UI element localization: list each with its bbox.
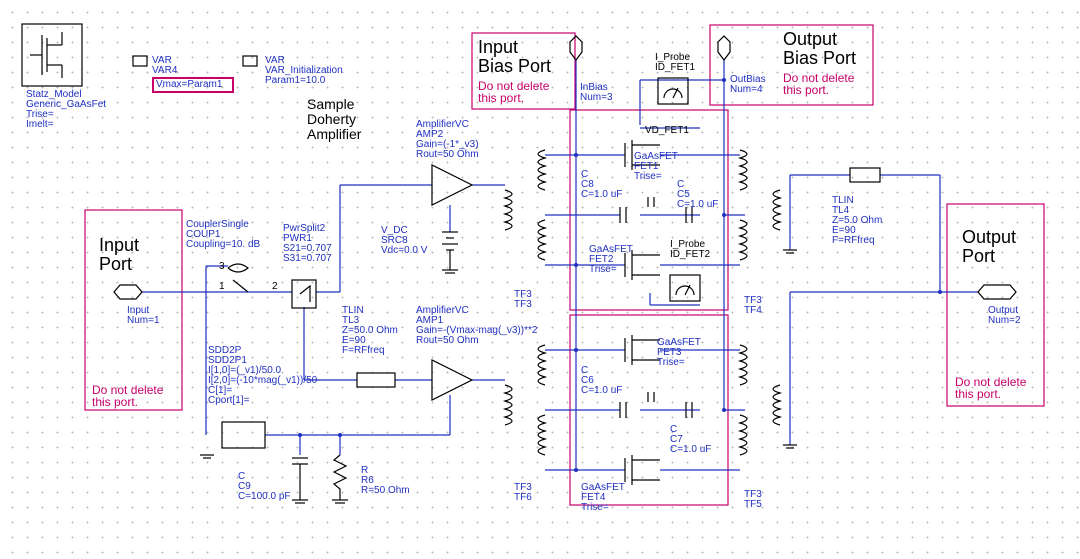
annotation-boxes <box>84 24 1045 506</box>
coupler-pin-3: 3 <box>219 261 225 272</box>
input-port-box <box>84 209 183 411</box>
vd-fet1-label: VD_FET1 <box>645 125 689 136</box>
input-bias-box <box>471 32 576 110</box>
coupler-pin-1: 1 <box>219 281 225 292</box>
var4-expression[interactable]: Vmax=Param1 <box>152 77 234 93</box>
fet-upper-box <box>569 109 729 311</box>
output-bias-box <box>709 24 874 106</box>
wires <box>142 60 978 471</box>
junctions <box>298 78 942 472</box>
component-symbols <box>21 23 1017 504</box>
coupler-pin-2: 2 <box>272 281 278 292</box>
output-port-box <box>946 203 1045 407</box>
